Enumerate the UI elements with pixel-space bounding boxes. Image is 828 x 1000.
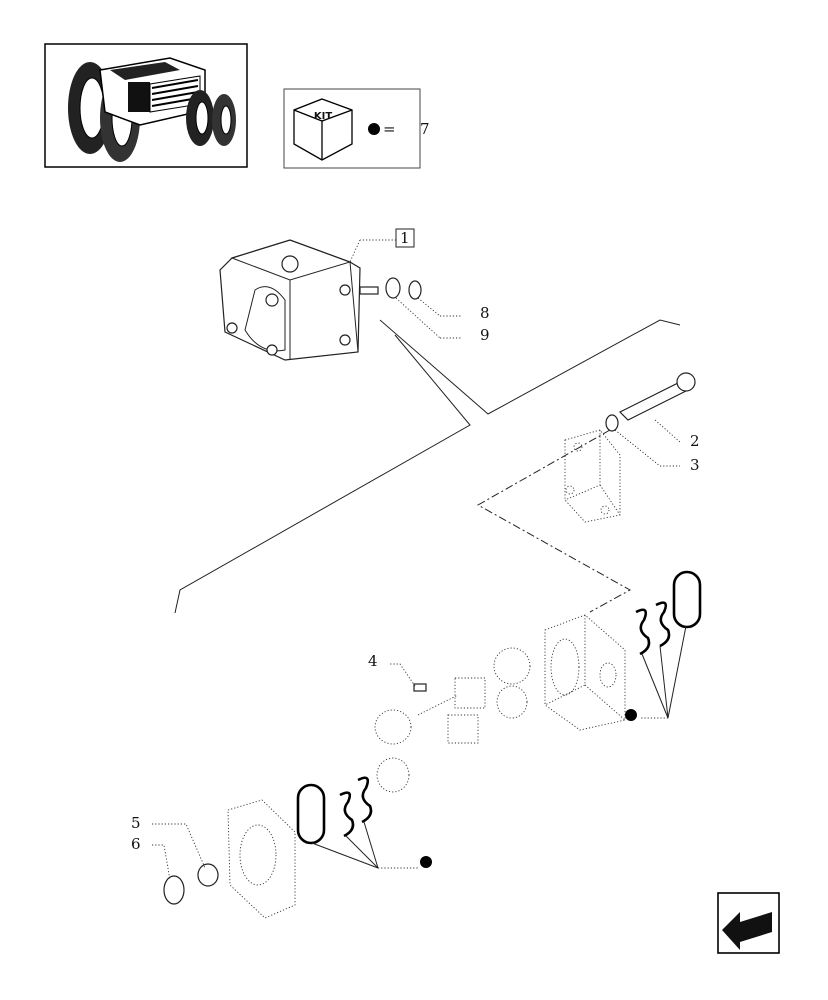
callout-8: 8 [480, 304, 490, 322]
back-arrow-icon [722, 912, 772, 950]
key-part-4 [413, 683, 427, 692]
tractor-icon [68, 57, 236, 162]
washer-part-3 [605, 414, 619, 432]
kit-cube-icon: KIT [293, 98, 353, 161]
kit-equals: = [383, 120, 396, 138]
circlip-part-6 [163, 875, 185, 905]
pump-body-housing [544, 614, 626, 731]
kit-dot-marker [368, 123, 380, 135]
washer-part-9 [385, 277, 401, 299]
gear-bushings [374, 647, 531, 793]
kit-ref-number: 7 [420, 120, 430, 138]
callout-5: 5 [131, 814, 141, 832]
callout-6: 6 [131, 835, 141, 853]
bearing-part-5 [197, 863, 219, 887]
callout-9: 9 [480, 326, 490, 344]
kit-marker-upper [625, 709, 637, 721]
callout-3: 3 [690, 456, 700, 474]
kit-badge-label: KIT [314, 111, 332, 122]
seal-ring-set-lower [296, 776, 373, 845]
callout-4: 4 [368, 652, 378, 670]
pump-assembly [219, 239, 379, 361]
callout-1: 1 [400, 229, 410, 247]
seal-ring-set-upper [635, 570, 702, 656]
front-flange-part [227, 799, 296, 919]
kit-marker-lower [420, 856, 432, 868]
nut-part-8 [408, 280, 422, 300]
screw-part-2 [618, 372, 696, 421]
rear-cover-part [564, 429, 621, 523]
drive-gear-shaft [417, 677, 486, 744]
back-navigation-button[interactable] [717, 892, 780, 954]
kit-legend: KIT = 7 [283, 88, 430, 169]
callout-2: 2 [690, 432, 700, 450]
tractor-thumbnail [44, 43, 248, 168]
